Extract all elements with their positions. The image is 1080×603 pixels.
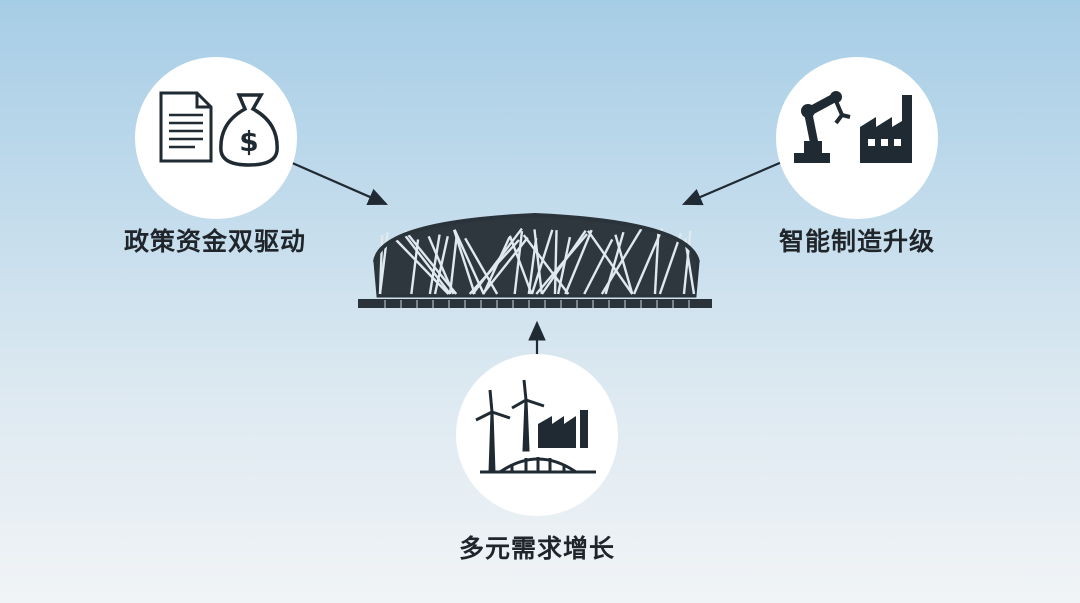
node-manufacturing-circle: [776, 57, 938, 219]
node-demand-circle: [456, 354, 618, 516]
wind-turbine-icon: [475, 379, 545, 474]
factory-icon: [860, 95, 912, 163]
node-manufacturing-label: 智能制造升级: [778, 227, 936, 256]
money-bag-icon: $: [219, 93, 279, 167]
node-policy-label: 政策资金双驱动: [123, 227, 307, 256]
node-policy-circle: $: [135, 57, 297, 219]
document-icon: [159, 91, 213, 163]
bridge-icon: [480, 457, 596, 474]
arrow-left: [289, 160, 389, 206]
robot-arm-icon: [794, 91, 851, 163]
node-demand-label: 多元需求增长: [458, 534, 616, 563]
stadium-icon: [358, 212, 712, 308]
svg-text:$: $: [239, 125, 258, 158]
arrow-right: [681, 160, 783, 206]
factory-icon: [538, 410, 588, 448]
